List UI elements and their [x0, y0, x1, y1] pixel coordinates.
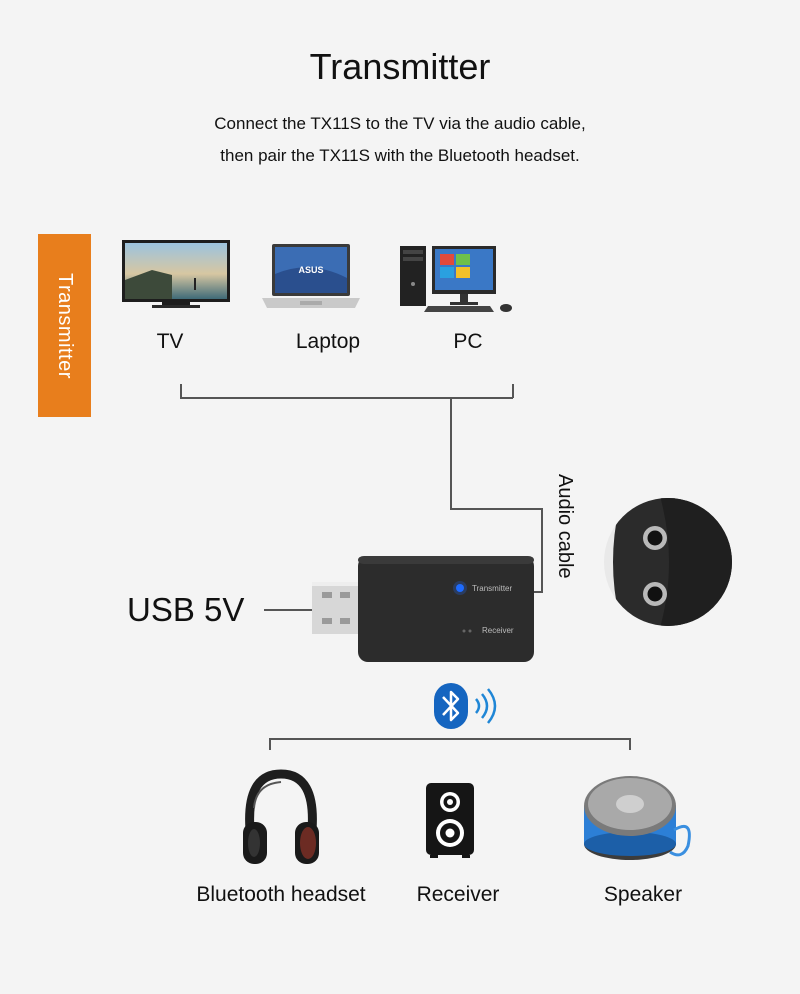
bracket-right-tick — [512, 384, 514, 398]
output-label-headset: Bluetooth headset — [196, 883, 366, 906]
bracket-left-tick — [180, 384, 182, 398]
output-bracket-right-tick — [629, 738, 631, 750]
source-label-tv: TV — [156, 330, 184, 353]
audio-cable-wire-down — [450, 397, 452, 509]
audio-cable-wire-across — [450, 508, 542, 510]
laptop-icon: ASUS — [262, 244, 360, 308]
output-bracket-line — [269, 738, 631, 740]
speaker-icon — [584, 776, 691, 860]
dongle-receiver-text: Receiver — [482, 626, 514, 635]
svg-text:ASUS: ASUS — [298, 265, 323, 275]
page-title: Transmitter — [309, 46, 491, 87]
audio-jack-closeup-icon — [604, 498, 732, 626]
description-line-2: then pair the TX11S with the Bluetooth h… — [220, 146, 580, 165]
dongle-transmitter-text: Transmitter — [472, 584, 513, 593]
tv-icon — [122, 240, 230, 308]
tx11s-dongle-icon — [312, 556, 534, 662]
transmitter-mode-tab: Transmitter — [38, 234, 91, 417]
usb-label-line — [264, 609, 314, 611]
audio-cable-label: Audio cable — [554, 474, 576, 579]
description-line-1: Connect the TX11S to the TV via the audi… — [214, 114, 586, 133]
output-label-receiver: Receiver — [416, 883, 500, 906]
receiver-speaker-icon — [426, 783, 474, 858]
pc-icon — [400, 246, 512, 312]
audio-cable-wire-drop — [541, 508, 543, 592]
bluetooth-icon — [434, 683, 497, 729]
output-label-speaker: Speaker — [603, 883, 683, 906]
transmitter-mode-label: Transmitter — [54, 272, 76, 379]
output-bracket-left-tick — [269, 738, 271, 750]
headphones-icon — [243, 769, 319, 864]
source-label-laptop: Laptop — [295, 330, 361, 353]
usb-power-label: USB 5V — [127, 591, 245, 628]
audio-cable-wire-end — [528, 591, 543, 593]
source-label-pc: PC — [453, 330, 483, 353]
source-bracket-line — [180, 397, 513, 399]
